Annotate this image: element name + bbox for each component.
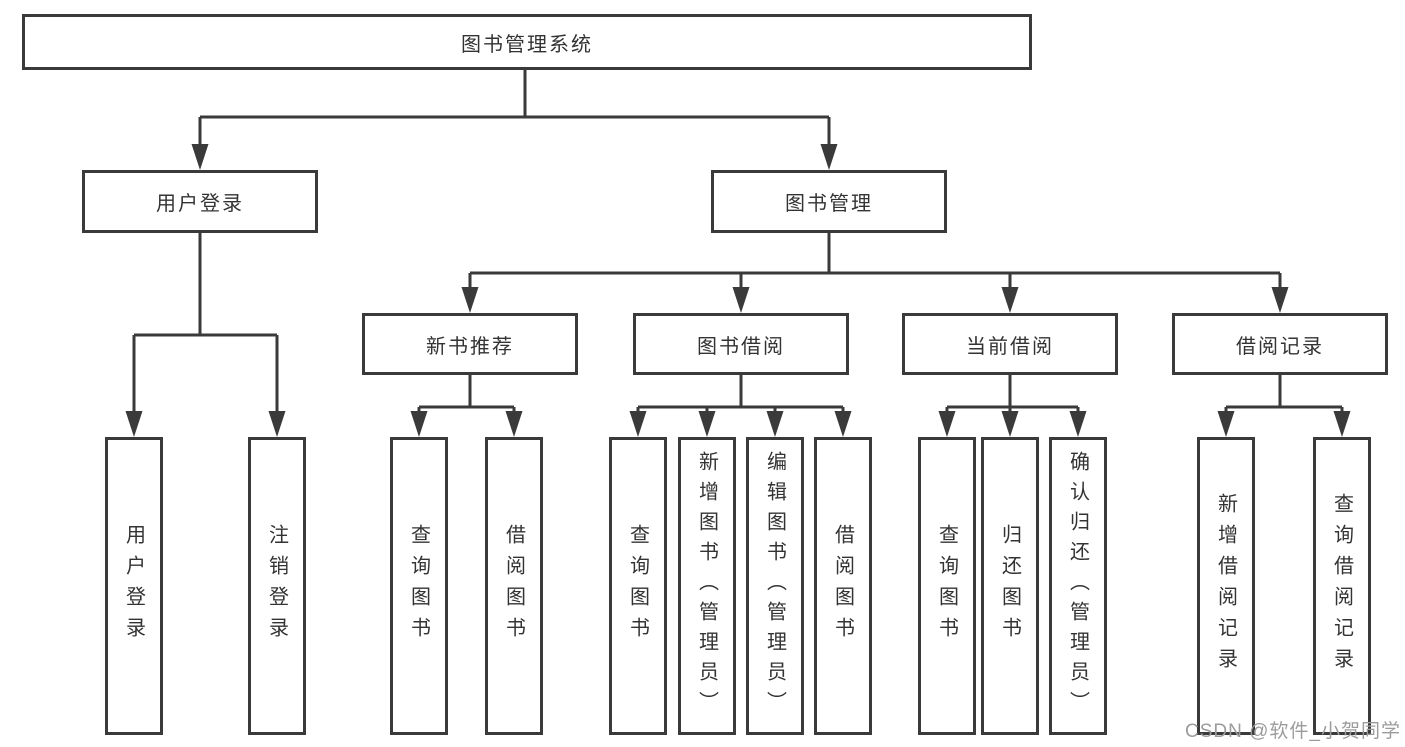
- arrowhead-leaf-bb-add: [698, 411, 716, 437]
- arrowhead-leaf-br-add: [1217, 411, 1235, 437]
- leaf-edit-books-admin: 编辑图书（管理员）: [746, 437, 804, 735]
- node-book-management-module: 图书管理: [711, 170, 947, 233]
- arrowhead-leaf-nbr-query: [410, 411, 428, 437]
- node-label: 注销登录: [265, 524, 288, 648]
- leaf-borrow-books: 借阅图书: [814, 437, 872, 735]
- node-label: 借阅图书: [831, 524, 854, 648]
- node-label: 编辑图书（管理员）: [763, 451, 786, 721]
- node-label: 查询图书: [626, 524, 649, 648]
- arrowhead-leaf-cb-return: [1001, 411, 1019, 437]
- node-label: 新增借阅记录: [1214, 493, 1237, 679]
- node-user-login-module: 用户登录: [82, 170, 318, 233]
- node-label: 图书管理: [785, 193, 873, 215]
- arrowhead-to-borrow-records: [1271, 287, 1289, 313]
- node-label: 用户登录: [122, 524, 145, 648]
- arrowhead-leaf-bb-edit: [766, 411, 784, 437]
- node-label: 借阅记录: [1236, 335, 1324, 358]
- node-label: 图书管理系统: [461, 33, 593, 56]
- arrowhead-to-book-borrow: [732, 287, 750, 313]
- node-current-borrowing: 当前借阅: [902, 313, 1118, 375]
- arrowhead-to-new-book-rec: [461, 287, 479, 313]
- arrowhead-leaf-br-query: [1333, 411, 1351, 437]
- leaf-query-borrow-record: 查询借阅记录: [1313, 437, 1371, 735]
- arrowhead-leaf-cb-query: [938, 411, 956, 437]
- node-book-borrowing: 图书借阅: [633, 313, 849, 375]
- node-label: 新书推荐: [426, 335, 514, 358]
- leaf-query-books: 查询图书: [390, 437, 448, 735]
- node-label: 借阅图书: [502, 524, 525, 648]
- node-label: 新增图书（管理员）: [695, 451, 718, 721]
- leaf-add-borrow-record: 新增借阅记录: [1197, 437, 1255, 735]
- leaf-confirm-return-admin: 确认归还（管理员）: [1049, 437, 1107, 735]
- arrowhead-leaf-cb-confirm: [1069, 411, 1087, 437]
- leaf-query-books: 查询图书: [609, 437, 667, 735]
- arrowhead-to-user-login: [191, 144, 209, 170]
- leaf-user-login: 用户登录: [105, 437, 163, 735]
- leaf-return-books: 归还图书: [981, 437, 1039, 735]
- node-borrowing-records: 借阅记录: [1172, 313, 1388, 375]
- node-label: 查询图书: [407, 524, 430, 648]
- leaf-borrow-books: 借阅图书: [485, 437, 543, 735]
- leaf-logout: 注销登录: [248, 437, 306, 735]
- node-label: 图书借阅: [697, 335, 785, 358]
- node-label: 查询借阅记录: [1330, 493, 1353, 679]
- node-label: 用户登录: [156, 193, 244, 215]
- arrowhead-leaf-user-login: [125, 411, 143, 437]
- node-label: 归还图书: [998, 524, 1021, 648]
- leaf-query-books: 查询图书: [918, 437, 976, 735]
- arrowhead-leaf-bb-query: [629, 411, 647, 437]
- arrowhead-to-book-mgmt: [820, 144, 838, 170]
- arrowhead-to-current-borrow: [1001, 287, 1019, 313]
- node-label: 当前借阅: [966, 335, 1054, 358]
- node-new-book-recommendation: 新书推荐: [362, 313, 578, 375]
- arrowhead-leaf-logout: [268, 411, 286, 437]
- node-label: 确认归还（管理员）: [1066, 451, 1089, 721]
- arrowhead-leaf-bb-borrow: [834, 411, 852, 437]
- node-library-management-system: 图书管理系统: [22, 14, 1032, 70]
- leaf-add-books-admin: 新增图书（管理员）: [678, 437, 736, 735]
- node-label: 查询图书: [935, 524, 958, 648]
- arrowhead-leaf-nbr-borrow: [505, 411, 523, 437]
- csdn-watermark: CSDN @软件_小贺同学: [1185, 721, 1401, 742]
